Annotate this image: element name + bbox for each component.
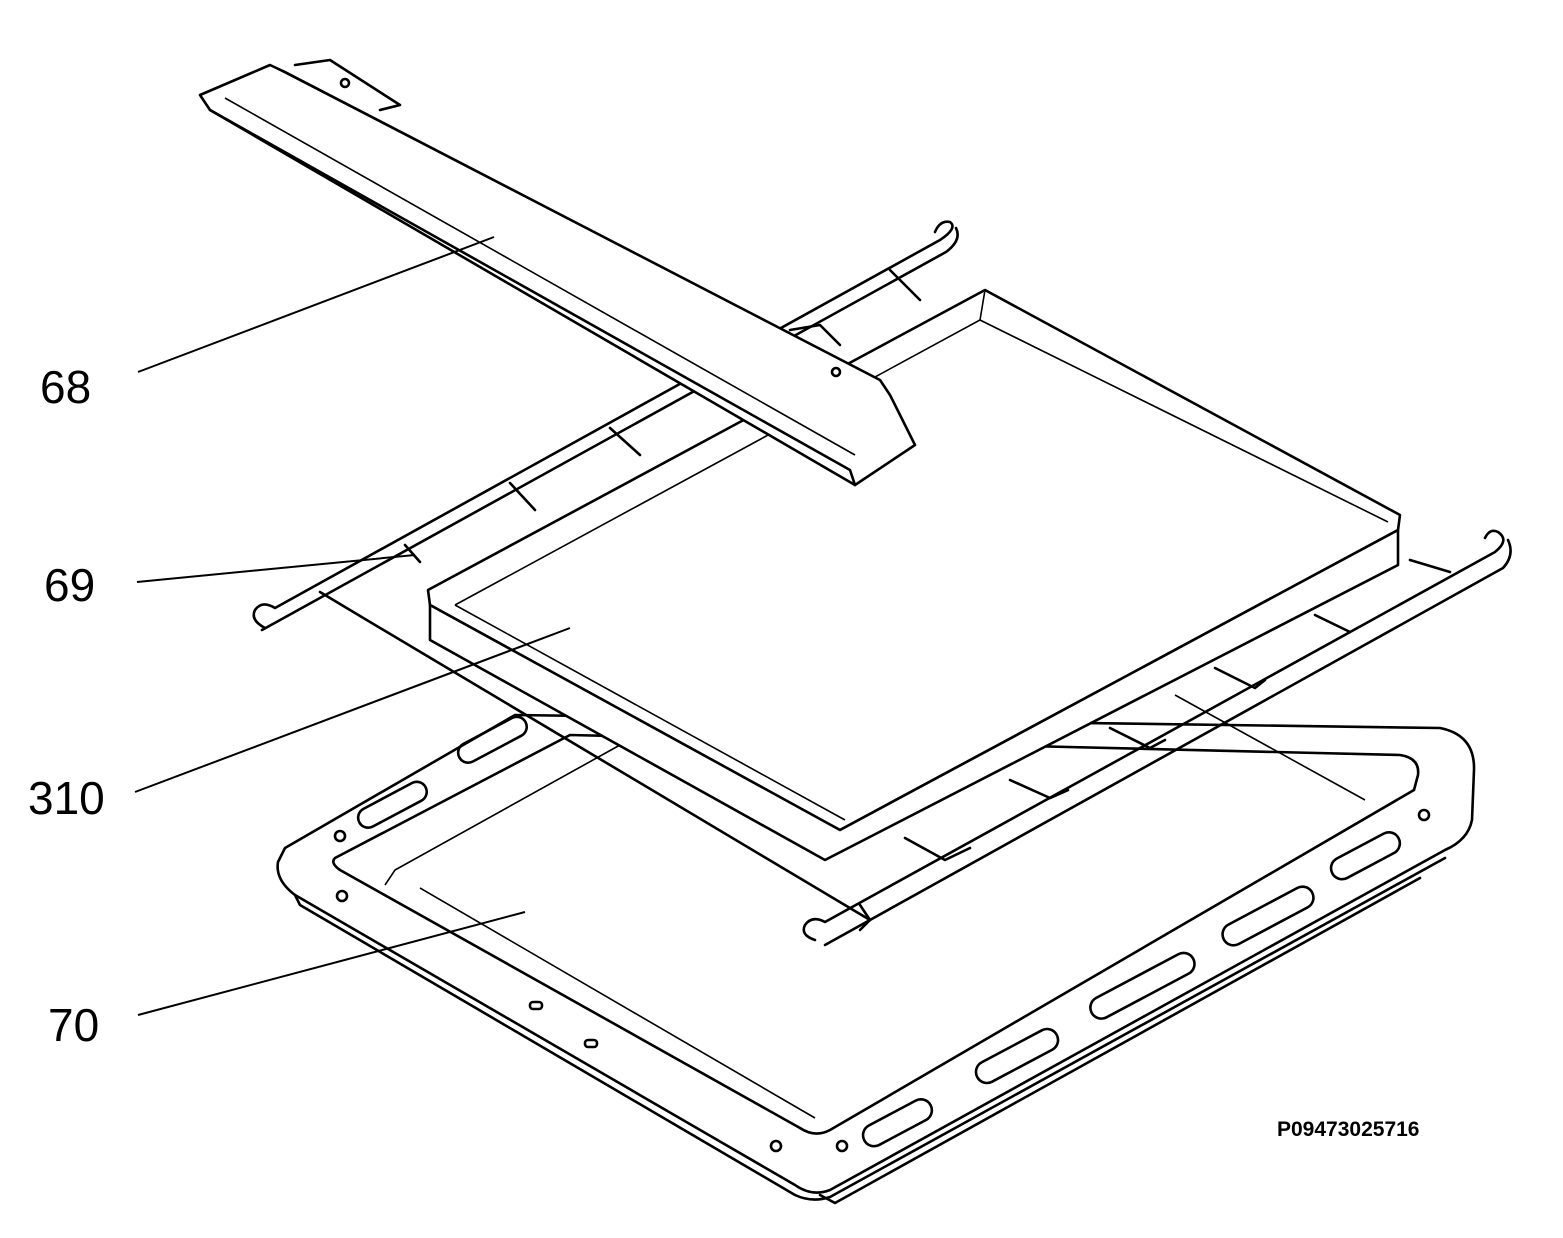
- glass-panel-part-310: [426, 288, 1402, 862]
- leader-70: [137, 911, 526, 1016]
- door-frame-part-70: [276, 694, 1476, 1205]
- callout-69: 69: [44, 559, 96, 611]
- callout-70: 70: [48, 999, 100, 1051]
- callout-310: 310: [28, 772, 105, 824]
- top-rail-part-68: [198, 58, 917, 487]
- leader-lines: [134, 236, 571, 1016]
- leader-310: [134, 627, 571, 793]
- leader-69: [136, 554, 416, 583]
- drawing-code: P09473025716: [1277, 1118, 1420, 1141]
- callout-68: 68: [40, 361, 92, 413]
- leader-68: [137, 236, 495, 373]
- hinge-rods-part-69: [252, 220, 1512, 947]
